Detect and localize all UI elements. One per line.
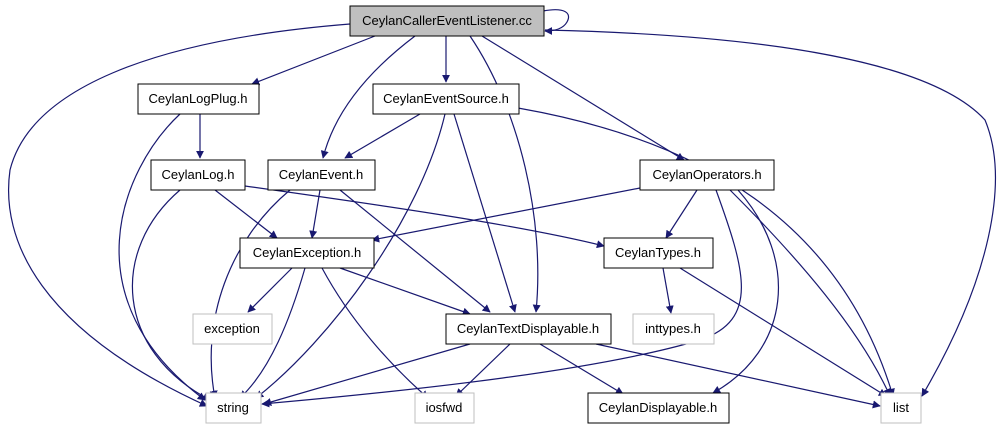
edge-root-list <box>544 29 996 397</box>
node-event[interactable]: CeylanEvent.h <box>267 159 376 191</box>
edge-logplug-string <box>118 113 206 401</box>
node-exc-std[interactable]: exception <box>192 313 273 345</box>
edge-log-string <box>131 189 211 401</box>
edge-root-event <box>320 35 416 159</box>
edge-operators-types <box>665 189 698 239</box>
node-inttypes[interactable]: inttypes.h <box>632 313 715 345</box>
edge-root-self <box>542 9 570 35</box>
edge-event-textdisp <box>339 189 491 313</box>
edge-root-textdisp <box>469 35 541 313</box>
edge-root-string <box>7 23 351 407</box>
edge-operators-exception <box>371 187 641 243</box>
dependency-edges <box>7 9 996 409</box>
node-event-label: CeylanEvent.h <box>279 167 364 182</box>
edge-operators-displayable <box>712 189 779 394</box>
node-logplug-label: CeylanLogPlug.h <box>148 91 247 106</box>
edge-operators-list <box>729 189 891 397</box>
edge-textdisp-string <box>263 343 471 406</box>
node-exc-std-label: exception <box>204 321 260 336</box>
node-log[interactable]: CeylanLog.h <box>150 159 246 191</box>
edge-exception-iosfwd <box>321 267 429 399</box>
node-exception[interactable]: CeylanException.h <box>239 237 375 269</box>
edge-textdisp-displayable <box>539 343 624 395</box>
node-types-label: CeylanTypes.h <box>615 245 701 260</box>
node-textdisp-label: CeylanTextDisplayable.h <box>457 321 599 336</box>
node-root-label: CeylanCallerEventListener.cc <box>362 13 532 28</box>
node-textdisp[interactable]: CeylanTextDisplayable.h <box>445 313 612 345</box>
node-string-label: string <box>217 400 249 415</box>
node-eventsource[interactable]: CeylanEventSource.h <box>372 83 520 115</box>
node-displayable-label: CeylanDisplayable.h <box>599 400 718 415</box>
edge-event-exception <box>309 189 321 239</box>
edge-eventsource-event <box>344 113 421 159</box>
node-iosfwd[interactable]: iosfwd <box>414 392 475 424</box>
edge-types-list <box>679 267 887 397</box>
node-list[interactable]: list <box>880 392 922 424</box>
node-displayable[interactable]: CeylanDisplayable.h <box>587 392 730 424</box>
node-eventsource-label: CeylanEventSource.h <box>383 91 509 106</box>
edge-eventsource-string <box>255 113 446 399</box>
edge-root-operators <box>481 35 685 161</box>
edge-textdisp-iosfwd <box>455 343 511 397</box>
edge-textdisp-list <box>595 343 881 409</box>
node-logplug[interactable]: CeylanLogPlug.h <box>137 83 260 115</box>
node-inttypes-label: inttypes.h <box>645 321 701 336</box>
edge-exception-exc-std <box>247 267 293 313</box>
node-string[interactable]: string <box>205 392 262 424</box>
node-exception-label: CeylanException.h <box>253 245 361 260</box>
edge-exception-textdisp <box>339 267 471 316</box>
edge-operators-string <box>261 189 742 408</box>
node-operators-label: CeylanOperators.h <box>652 167 761 182</box>
node-list-label: list <box>893 400 909 415</box>
node-iosfwd-label: iosfwd <box>426 400 463 415</box>
edge-event-string <box>209 189 291 399</box>
edge-log-types <box>244 185 605 249</box>
node-operators[interactable]: CeylanOperators.h <box>639 159 775 191</box>
edge-eventsource-textdisp <box>453 113 517 313</box>
edge-log-exception <box>214 189 278 239</box>
node-log-label: CeylanLog.h <box>162 167 235 182</box>
edge-root-logplug <box>251 35 376 86</box>
edge-types-inttypes <box>662 267 674 314</box>
node-root[interactable]: CeylanCallerEventListener.cc <box>349 5 545 37</box>
edge-exception-string <box>239 267 306 399</box>
edge-eventsource-list <box>517 107 895 397</box>
node-types[interactable]: CeylanTypes.h <box>603 237 714 269</box>
